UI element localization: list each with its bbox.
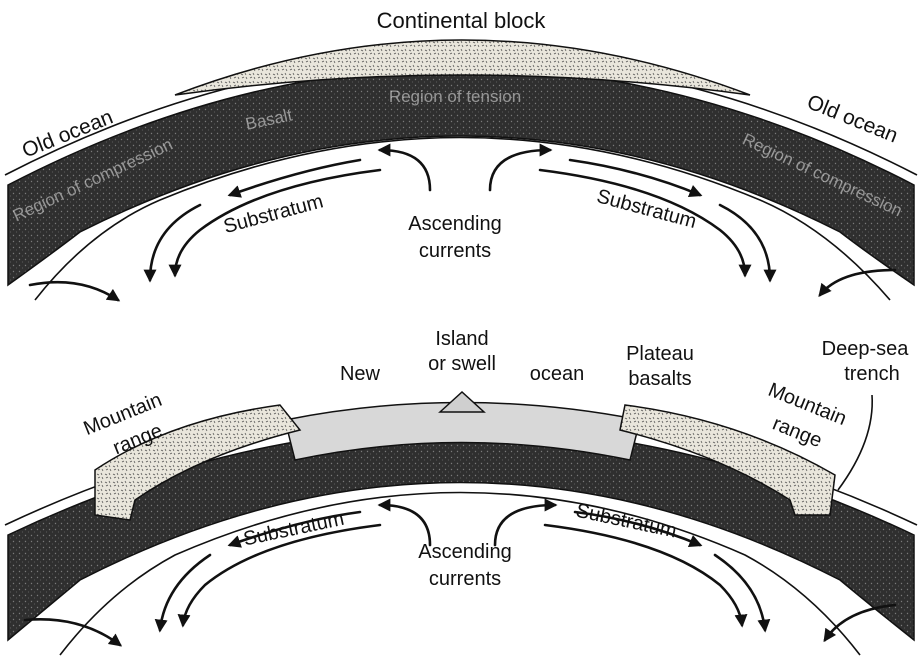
label-currents-bottom: currents bbox=[429, 568, 501, 590]
bottom-arrow-right-4 bbox=[545, 525, 742, 625]
top-arrow-right-4 bbox=[540, 170, 745, 275]
label-island-2: or swell bbox=[428, 353, 496, 375]
label-plateau-1: Plateau bbox=[626, 343, 694, 365]
label-island-1: Island bbox=[435, 328, 488, 350]
bottom-arrow-left-1 bbox=[380, 505, 430, 545]
label-old-ocean-right: Old ocean bbox=[804, 90, 901, 147]
label-substratum-top-left: Substratum bbox=[221, 190, 325, 238]
label-continental-block: Continental block bbox=[377, 8, 547, 33]
label-deep-sea-1: Deep-sea bbox=[822, 338, 910, 360]
top-panel: Continental block Old ocean Old ocean Re… bbox=[5, 8, 917, 300]
label-ascending-bottom: Ascending bbox=[418, 541, 511, 563]
label-new: New bbox=[340, 363, 381, 385]
label-ocean: ocean bbox=[530, 363, 585, 385]
label-plateau-2: basalts bbox=[628, 368, 691, 390]
top-arrow-left-1 bbox=[380, 150, 430, 190]
label-deep-sea-2: trench bbox=[844, 363, 900, 385]
bottom-arrow-left-bottom bbox=[25, 619, 120, 645]
label-currents-top: currents bbox=[419, 240, 491, 262]
top-arrow-right-bottom bbox=[820, 270, 895, 295]
label-ascending-top: Ascending bbox=[408, 213, 501, 235]
label-region-tension: Region of tension bbox=[389, 87, 521, 106]
bottom-panel: Mountain range New Island or swell ocean… bbox=[5, 328, 917, 655]
